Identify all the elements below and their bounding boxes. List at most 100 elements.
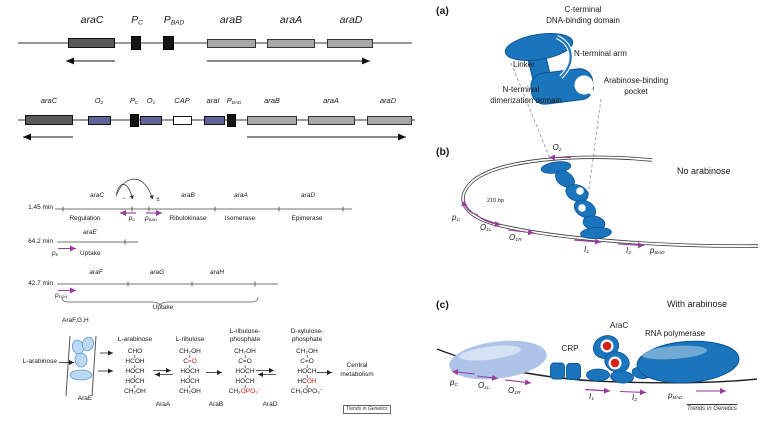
label-arabinose-pocket-1: Arabinose-binding (603, 76, 669, 85)
locus1-func-epimerase: Epimerase (291, 215, 323, 222)
gene-label-araC-map1: araC (80, 14, 104, 26)
locus1-gene-araD: araD (300, 192, 316, 199)
araE-transport-channel (65, 335, 97, 397)
site-label-o1r-c: O1R (508, 386, 521, 397)
label-n-terminal-dimerization-2: dimerization domain (490, 95, 562, 105)
transporter-label-araE: AraE (77, 395, 93, 402)
compound1-structure: CHO HCOH HOCH HOCH CH₂OH (124, 348, 146, 395)
enzyme-label-araA: AraA (155, 400, 171, 408)
label-n-terminal-dimerization-1: N-terminal (502, 85, 540, 94)
compound3-name-1: L-ribulose- (229, 328, 261, 335)
gene-label-araA-map1: araA (279, 14, 303, 26)
gene-label-araD-map2: araD (379, 96, 397, 105)
site-label-pc-c: pC (450, 378, 459, 389)
site-label-pc-b: pC (452, 213, 461, 224)
compound2-name: L-ribulose (175, 336, 205, 343)
locus1-gene-araB: araB (181, 192, 195, 199)
site-label-i1-c: I1 (589, 392, 594, 403)
locus3-gene-araF: araF (89, 268, 103, 276)
panel-c-site-arrows (451, 369, 726, 396)
locus3-gene-araH: araH (209, 268, 225, 276)
locus3-gene-araG: araG (149, 268, 165, 276)
zoom-dashed-connectors (510, 62, 602, 197)
condition-no-arabinose: No arabinose (677, 166, 731, 176)
compound3-structure: CH₂OH C=O HOCH HOCH CH₂OPO₃⁻ (228, 348, 262, 395)
operator-label-o1: O1 (146, 96, 156, 106)
promoter-box-pc-map2 (129, 113, 139, 127)
locus-64-2-min (57, 239, 138, 252)
site-label-o1l-b: O1L (480, 223, 492, 234)
rna-polymerase-at-pbad (636, 340, 740, 384)
label-linker: Linker (513, 60, 535, 69)
enzyme-label-araB: AraB (208, 400, 224, 408)
locus2-gene-araE: araE (83, 228, 97, 236)
promoter-label-pbad-map1: PBAD (163, 14, 185, 27)
locus1-gene-araC: araC (89, 192, 105, 199)
arabinose-binding-pocket-shape (574, 75, 594, 95)
locus1-position: 1.45 min (28, 203, 53, 211)
operator-box-araI (204, 115, 225, 125)
gene-box-araC-map2 (25, 115, 73, 125)
journal-stamp-left: Trends in Genetics (343, 405, 391, 414)
gene-label-araB-map1: araB (219, 14, 243, 26)
locus2-position: 64.2 min (28, 237, 53, 245)
substrate-label: L-arabinose (22, 357, 57, 365)
condition-with-arabinose: With arabinose (667, 299, 728, 309)
arac-monomer (504, 33, 601, 105)
gene-label-araA-map2: araA (323, 96, 339, 105)
locus3-promoter-pfgh: pFGH (55, 291, 68, 299)
label-rna-polymerase: RNA polymerase (645, 329, 706, 338)
site-label-o2: O2 (552, 142, 562, 153)
promoter-label-pbad-map2: PBAD (226, 96, 242, 106)
operator-box-o2 (88, 115, 111, 125)
arabinose-molecule (610, 358, 620, 368)
locus2-promoter-pe: pE (52, 250, 59, 257)
panel-b-tag: (b) (436, 146, 450, 158)
locus-1-45-min (55, 178, 352, 216)
label-crp: CRP (561, 344, 579, 353)
promoter-box-pbad-map1 (163, 36, 174, 50)
locus1-func-isomerase: Isomerase (224, 215, 256, 222)
crp-protein (550, 362, 581, 380)
cap-site-box (173, 115, 192, 125)
arac-dimer-loop (540, 161, 612, 239)
compound4-structure: CH₂OH C=O HOCH HCOH CH₂OPO₃⁻ (290, 348, 324, 395)
compound2-structure: CH₂OH C=O HOCH HOCH CH₂OH (179, 348, 201, 395)
site-label-i1-b: I1 (584, 245, 589, 256)
gene-label-araC-map2: araC (40, 96, 58, 105)
gene-box-araA-map2 (308, 115, 355, 125)
loop-size-label: 210 bp (487, 198, 504, 204)
site-label-pbad-b: pBAD (650, 246, 665, 257)
site-label-i2-b: I2 (626, 246, 631, 257)
label-c-terminal-1: C-terminal (564, 5, 602, 14)
site-label-i2-c: I2 (632, 393, 637, 404)
promoter-label-pc-map1: PC (131, 14, 143, 27)
compound4-name-1: D-xylulose- (290, 328, 324, 335)
regulation-sign-plusminus: ± (156, 197, 160, 203)
panel-a-tag: (a) (436, 5, 449, 17)
panel-b-site-arrows (461, 154, 645, 249)
promoter-box-pc-map1 (131, 36, 141, 50)
gene-label-araB-map2: araB (264, 96, 280, 105)
locus1-promoter-pbad: pBAD (145, 215, 157, 222)
journal-stamp-right: Trends in Genetics (687, 404, 737, 412)
gene-box-araA-map1 (267, 38, 315, 48)
locus1-func-ribulokinase: Ribulokinase (169, 215, 207, 222)
transporter-label-araFGH: AraF,G,H (62, 316, 89, 324)
promoter-box-pbad-map2 (226, 113, 236, 127)
compound1-name: L-arabinose (117, 336, 153, 343)
locus-42-7-min (57, 281, 278, 306)
locus2-func-uptake: Uptake (80, 250, 101, 257)
panel-c-tag: (c) (436, 299, 449, 311)
gene-box-araB-map1 (207, 38, 256, 48)
gene-box-araD-map1 (327, 38, 373, 48)
output-label-1: Central (346, 361, 368, 369)
label-n-terminal-arm: N-terminal arm (574, 49, 627, 58)
operator-label-o2: O2 (94, 96, 104, 106)
operator-box-o1 (140, 115, 162, 125)
locus3-position: 42.7 min (28, 279, 53, 287)
site-label-o1l-c: O1L (478, 381, 490, 392)
label-c-terminal-2: DNA-binding domain (546, 15, 620, 25)
